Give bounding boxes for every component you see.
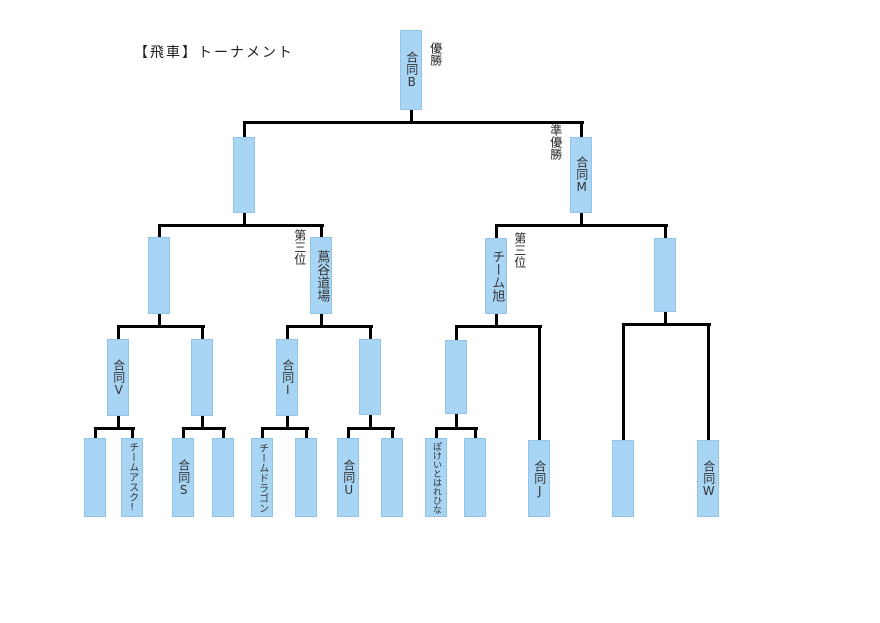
connector-line <box>286 325 373 328</box>
connector-line <box>391 427 394 438</box>
connector-line <box>435 427 438 438</box>
bracket-box-final-winner: 合同B <box>400 30 422 110</box>
connector-line <box>117 325 205 328</box>
bracket-box-quarterfinal-4 <box>654 238 676 312</box>
connector-line <box>158 224 161 237</box>
bracket-box-round2-4 <box>359 339 381 415</box>
bracket-box-semifinal-right: 合同M <box>570 137 592 213</box>
connector-line <box>347 427 395 430</box>
connector-line <box>94 427 135 430</box>
connector-line <box>435 427 478 430</box>
connector-line <box>243 213 246 227</box>
champion-placement-label: 優勝 <box>428 42 443 66</box>
bracket-box-round1-10 <box>464 438 486 517</box>
connector-line <box>222 427 225 438</box>
connector-line <box>243 121 246 137</box>
connector-line <box>580 121 583 137</box>
connector-line <box>474 427 477 438</box>
bracket-box-round2-3: 合同I <box>276 339 298 416</box>
connector-line <box>201 325 204 339</box>
connector-line <box>410 110 413 124</box>
connector-line <box>580 213 583 227</box>
connector-line <box>320 314 323 328</box>
connector-line <box>117 416 120 430</box>
connector-line <box>131 427 134 438</box>
bracket-box-round1-8 <box>381 438 403 517</box>
third-place-left-label: 第三位 <box>292 229 307 265</box>
connector-line <box>286 416 289 430</box>
bracket-box-round1-2: チームアスク! <box>121 438 143 517</box>
connector-line <box>261 427 264 438</box>
connector-line <box>243 121 584 124</box>
bracket-box-quarterfinal-1 <box>148 237 170 314</box>
bracket-box-round1-6 <box>295 438 317 517</box>
bracket-box-round2-2 <box>191 339 213 416</box>
connector-line <box>94 427 97 438</box>
bracket-box-round1-3: 合同S <box>172 438 194 517</box>
connector-line <box>261 427 309 430</box>
bracket-box-round2-5 <box>445 340 467 414</box>
bracket-box-round1-1 <box>84 438 106 517</box>
bracket-box-round1-13: 合同W <box>697 440 719 517</box>
connector-line <box>117 325 120 339</box>
connector-line <box>455 325 458 340</box>
bracket-box-round2-1: 合同V <box>107 339 129 416</box>
connector-line <box>455 325 542 328</box>
connector-line <box>201 416 204 430</box>
bracket-box-round1-11: 合同J <box>528 440 550 517</box>
connector-line <box>369 415 372 430</box>
bracket-box-round1-7: 合同U <box>337 438 359 517</box>
connector-line <box>622 323 711 326</box>
connector-line <box>707 323 710 440</box>
runner-up-placement-label: 準優勝 <box>548 124 563 160</box>
connector-line <box>182 427 226 430</box>
connector-line <box>622 323 625 440</box>
connector-line <box>495 224 498 238</box>
connector-line <box>538 325 541 440</box>
bracket-title: 【飛車】トーナメント <box>134 45 294 61</box>
connector-line <box>664 224 667 238</box>
bracket-box-round1-5: チームドラゴン <box>251 438 273 517</box>
bracket-box-round1-4 <box>212 438 234 517</box>
bracket-box-round1-9: ぽけいとはれひな <box>425 438 447 517</box>
connector-line <box>182 427 185 438</box>
connector-line <box>305 427 308 438</box>
bracket-box-quarterfinal-2: 蔦谷道場 <box>310 237 332 314</box>
bracket-box-quarterfinal-3: チーム旭 <box>485 238 507 314</box>
bracket-box-semifinal-left <box>233 137 255 213</box>
connector-line <box>495 224 668 227</box>
connector-line <box>158 314 161 328</box>
connector-line <box>455 414 458 430</box>
connector-line <box>369 325 372 339</box>
third-place-right-label: 第三位 <box>512 232 527 268</box>
connector-line <box>320 224 323 237</box>
connector-line <box>664 312 667 326</box>
bracket-box-round1-12 <box>612 440 634 517</box>
connector-line <box>286 325 289 339</box>
connector-line <box>495 314 498 328</box>
connector-line <box>347 427 350 438</box>
connector-line <box>158 224 324 227</box>
